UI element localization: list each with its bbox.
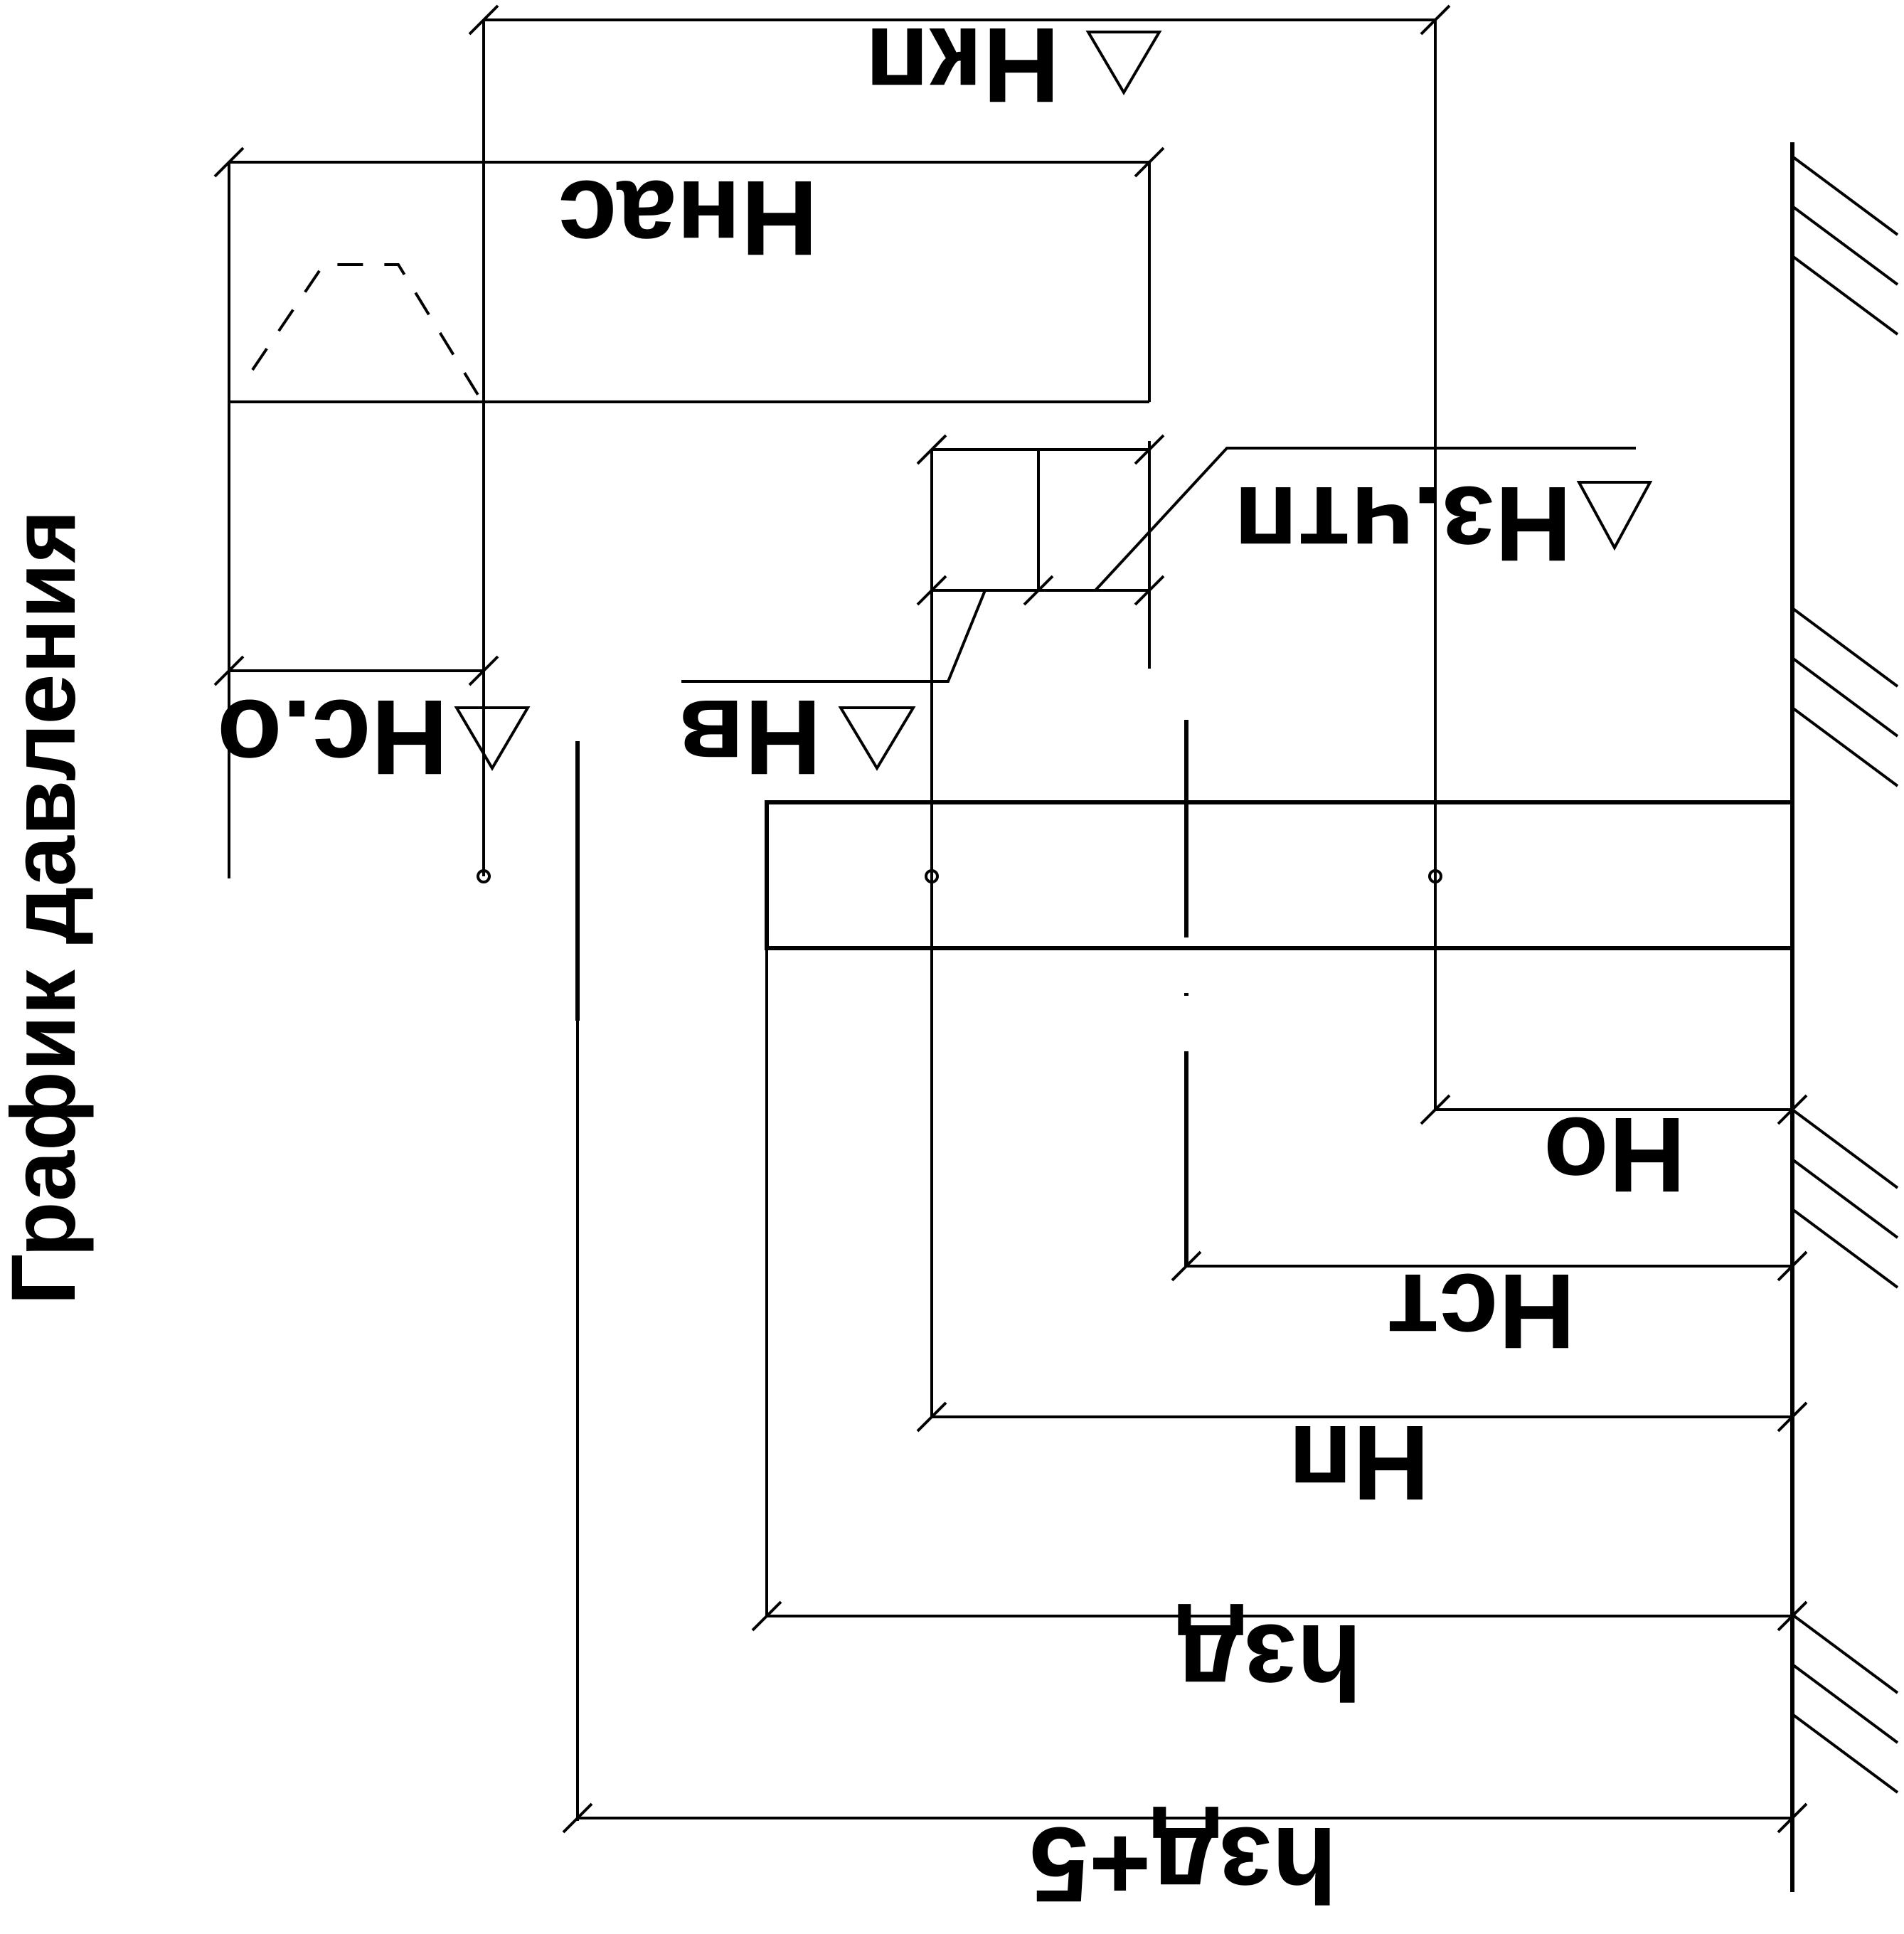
label-hzd: hзд	[1176, 1603, 1362, 1722]
point-marker	[925, 869, 939, 883]
triangle-marker	[1576, 481, 1653, 551]
triangle-marker	[1085, 31, 1162, 95]
label-hv: Нв	[679, 678, 821, 797]
label-hkp: Нкп	[865, 6, 1060, 125]
triangle-marker	[838, 706, 916, 771]
dimension-ticks	[213, 4, 1808, 1834]
point-marker	[477, 869, 491, 883]
label-ho: Но	[1543, 1095, 1686, 1215]
label-hzd5: hзд+5	[1030, 1805, 1337, 1925]
drawing-lines	[213, 4, 1899, 1892]
triangle-marker	[454, 706, 531, 771]
hatching	[1791, 155, 1899, 1794]
building-block	[765, 800, 1794, 950]
diagram-title: График давления	[0, 510, 95, 1305]
label-hnas: Ннас	[558, 159, 818, 278]
label-hp: Нп	[1288, 1403, 1430, 1523]
dashed-hump	[251, 263, 482, 400]
label-hzchp: Нз.чтп	[1233, 464, 1572, 584]
label-hso: Нс.о	[217, 678, 448, 797]
label-hst: Нст	[1387, 1252, 1575, 1371]
point-marker	[1428, 869, 1442, 883]
dimension-labels: Нкп Ннас Нз.чтп Нс.о Нв Но Нст Нп hзд hз…	[217, 6, 1686, 1925]
